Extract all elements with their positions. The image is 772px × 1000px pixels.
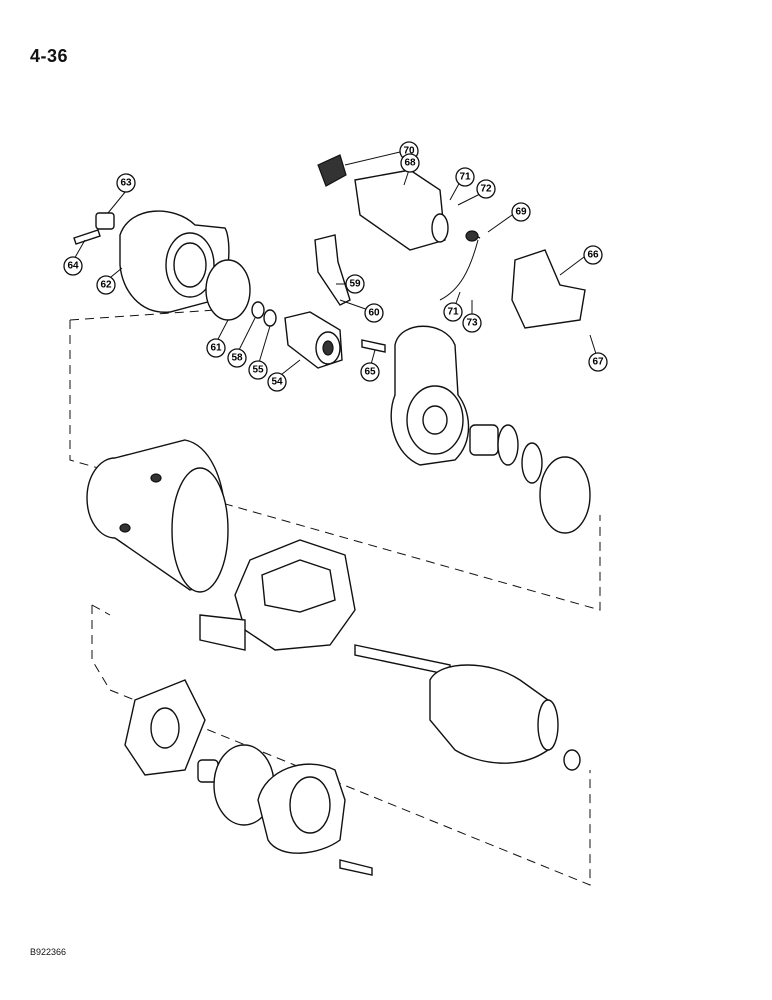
- brush-holder-part: [124, 679, 206, 776]
- o-ring-part: [205, 259, 251, 321]
- drive-pinion-part: [284, 311, 343, 369]
- callout-label: 71: [459, 172, 471, 183]
- callout: 59: [345, 274, 365, 294]
- bushing-part: [469, 424, 499, 456]
- callout-label: 59: [349, 279, 361, 290]
- callout-label: 67: [592, 357, 604, 368]
- figure-code: B922366: [30, 947, 67, 957]
- o-ring-part: [539, 456, 591, 534]
- callout-label: 62: [100, 280, 112, 291]
- washer-part: [521, 442, 543, 484]
- callout-label: 64: [67, 261, 79, 272]
- callout-label: 58: [231, 353, 243, 364]
- callout: 58: [227, 348, 247, 368]
- callout-label: 55: [252, 365, 264, 376]
- callout-label: 71: [447, 307, 459, 318]
- callout-label: 65: [364, 367, 376, 378]
- page-number: 4-36: [30, 46, 69, 66]
- callout: 62: [96, 275, 116, 295]
- callout: 67: [588, 352, 608, 372]
- through-bolt-part: [339, 859, 373, 876]
- callout-label: 70: [403, 146, 415, 157]
- solenoid-part: [317, 154, 449, 251]
- callout-label: 73: [466, 318, 478, 329]
- callout-label: 69: [515, 207, 527, 218]
- commutator-end-frame-part: [257, 763, 346, 854]
- pole-shoe-part: [199, 614, 246, 651]
- callout: 63: [116, 173, 136, 193]
- callout-label: 68: [404, 158, 416, 169]
- assembly-guide-lower-top: [91, 604, 111, 616]
- callout: 60: [364, 303, 384, 323]
- shift-lever-part: [314, 234, 351, 306]
- callout: 73: [462, 313, 482, 333]
- callout-label: 72: [480, 184, 492, 195]
- callout: 71: [455, 167, 475, 187]
- callout-label: 60: [368, 308, 380, 319]
- retainer-part: [263, 309, 277, 327]
- washer-part: [497, 424, 519, 466]
- callout: 55: [248, 360, 268, 380]
- callout-label: 66: [587, 250, 599, 261]
- callout-label: 63: [120, 178, 132, 189]
- callout: 69: [511, 202, 531, 222]
- washer-part: [251, 301, 265, 319]
- callout: 66: [583, 245, 603, 265]
- callout: 65: [360, 362, 380, 382]
- field-coil-part: [234, 539, 356, 651]
- heat-shield-part: [511, 249, 586, 329]
- bolt-part: [361, 339, 386, 353]
- bolt-part: [73, 229, 101, 245]
- callout-label: 61: [210, 343, 222, 354]
- assembly-guide-upper: [69, 320, 601, 611]
- armature-part: [354, 644, 581, 771]
- callout: 72: [476, 179, 496, 199]
- callout: 64: [63, 256, 83, 276]
- callout: 61: [206, 338, 226, 358]
- callout-label: 54: [271, 377, 283, 388]
- field-frame-part: [86, 439, 229, 593]
- front-housing-part: [390, 325, 470, 466]
- callout: 54: [267, 372, 287, 392]
- bushing-part: [95, 212, 115, 230]
- callout: 68: [400, 153, 420, 173]
- assembly-guide-lower: [91, 605, 591, 886]
- assembly-guide-upper-top: [69, 309, 216, 321]
- callout: 71: [443, 302, 463, 322]
